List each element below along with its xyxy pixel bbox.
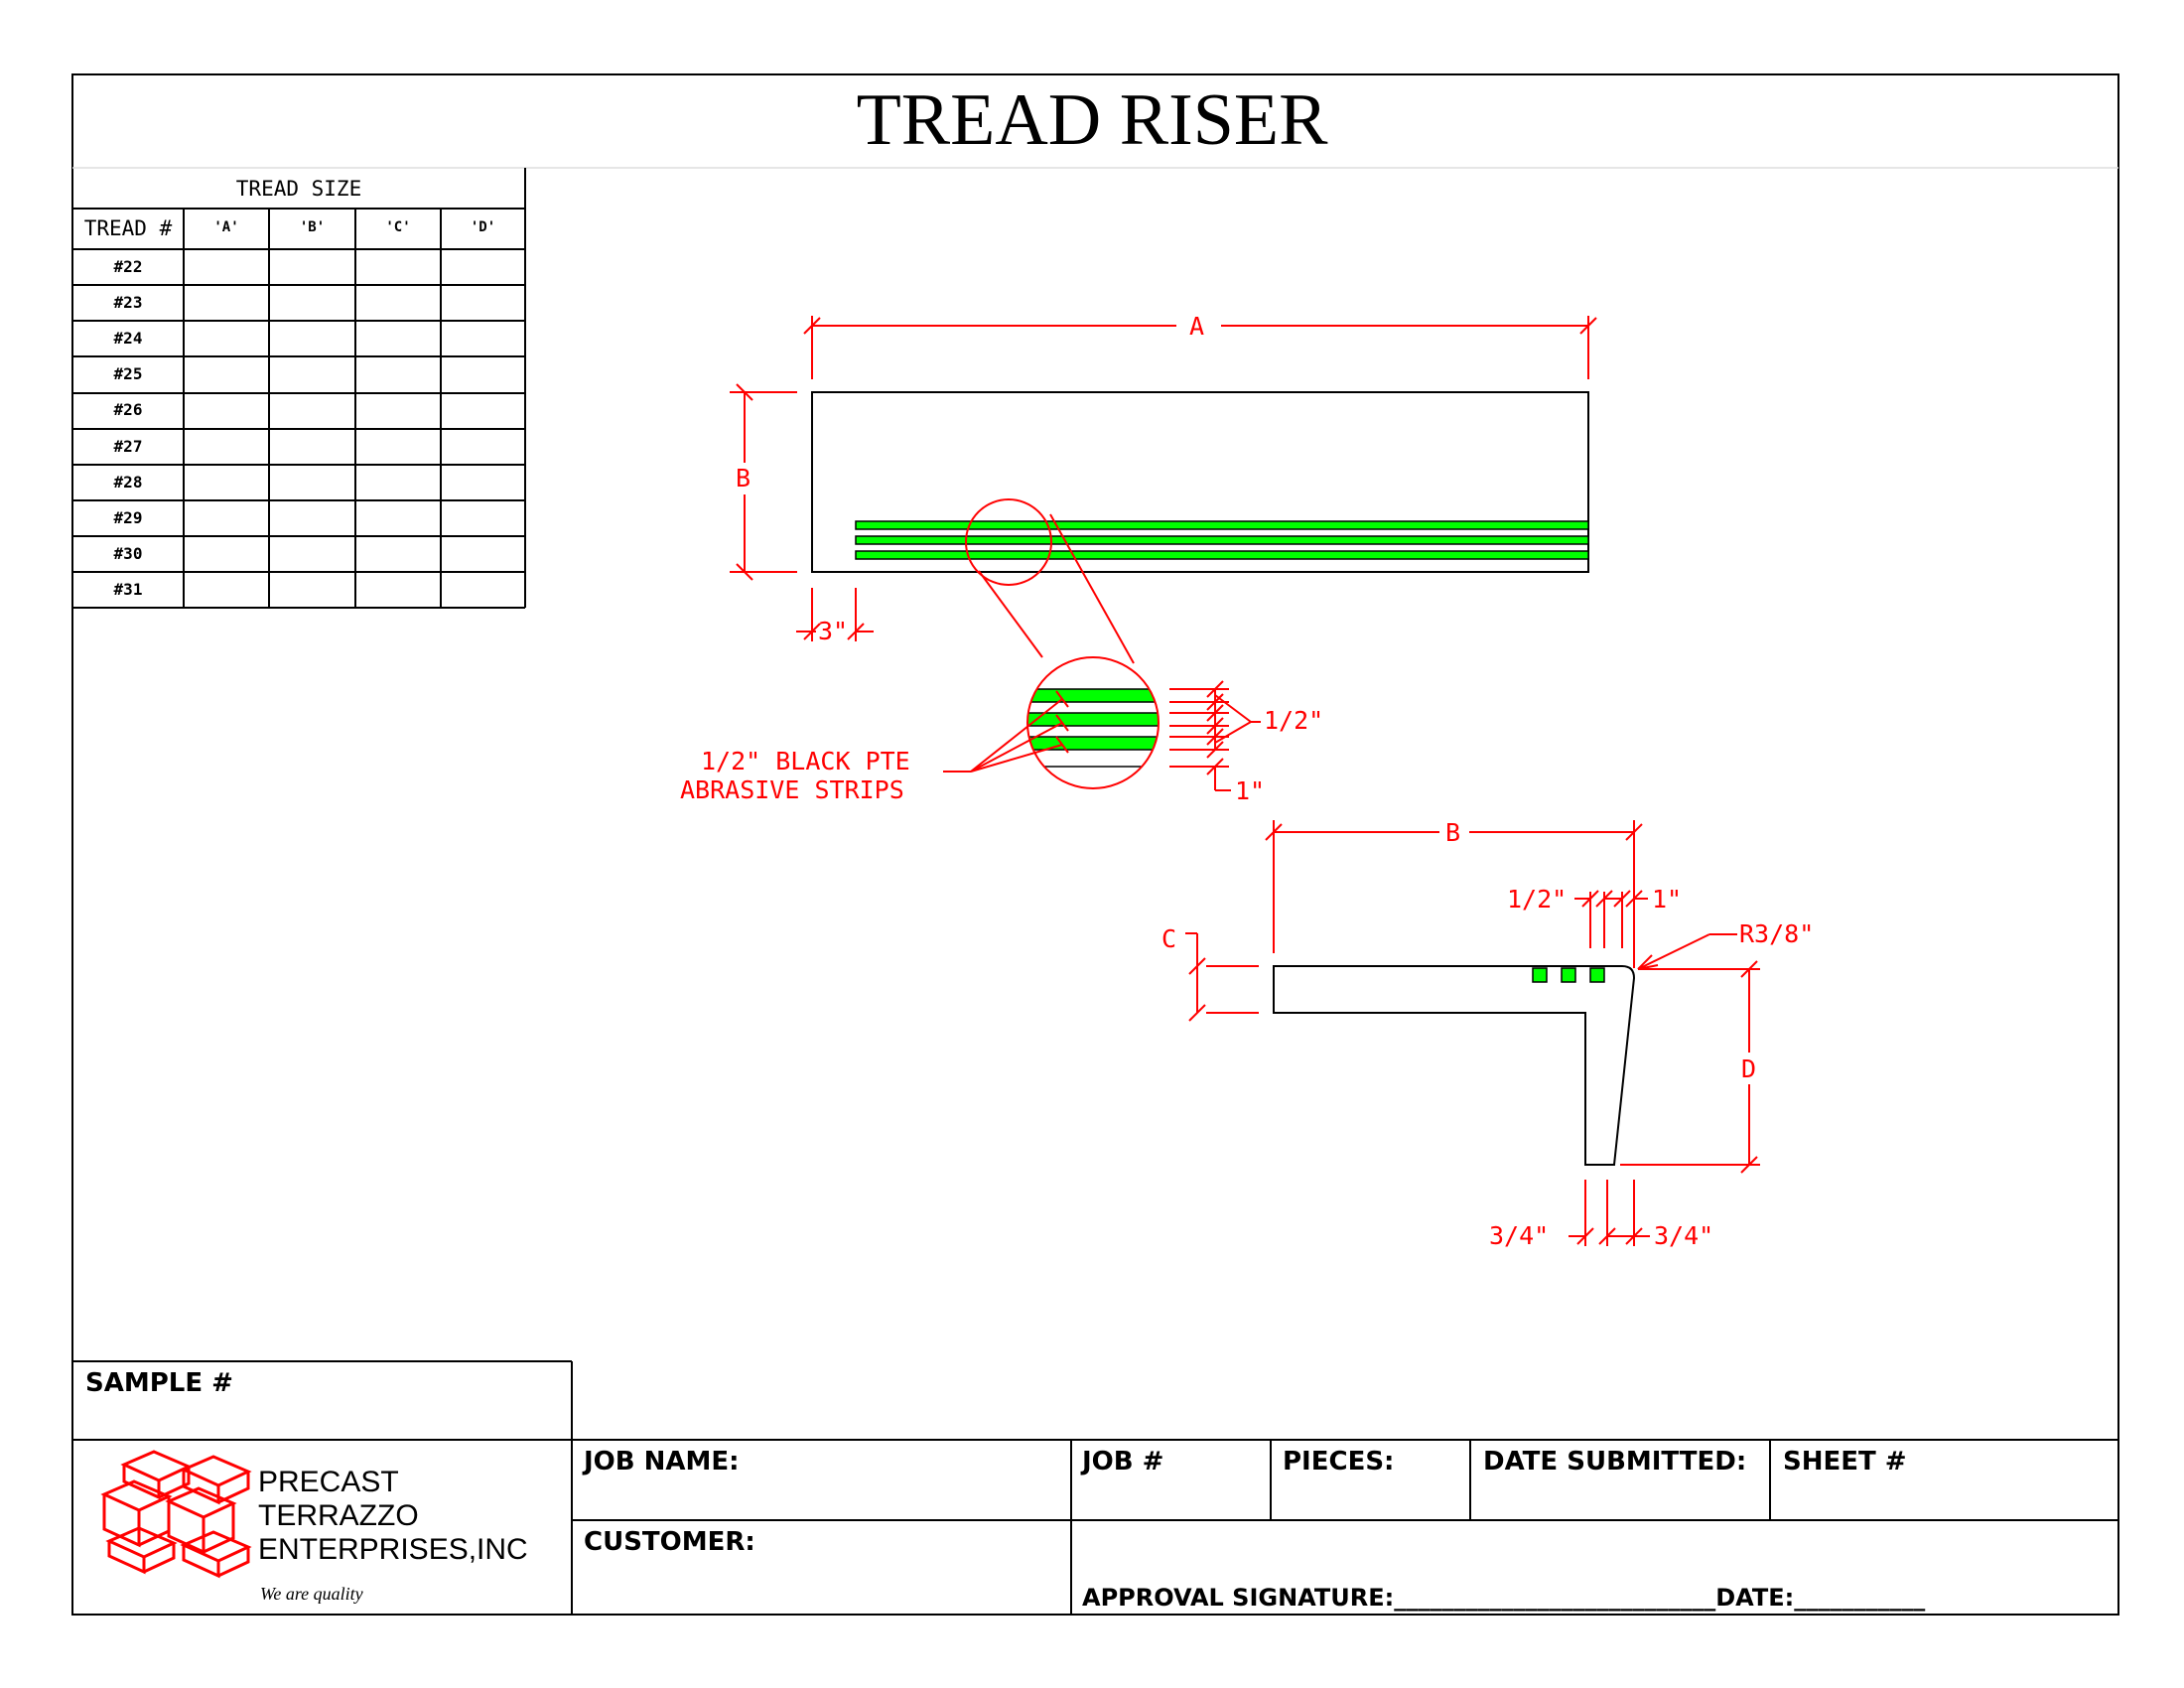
detail-circle	[1026, 656, 1160, 789]
tread-table-row-label: #22	[113, 257, 143, 276]
section-dim-one: 1"	[1652, 885, 1683, 914]
tread-table-row-label: #30	[113, 543, 143, 563]
tread-table-row-label: #26	[113, 400, 143, 420]
tread-table-column-header: TREAD #	[83, 216, 173, 240]
abrasive-strip-1	[855, 520, 1589, 530]
tread-table-row-label: #31	[113, 579, 143, 599]
company-logo-mark	[100, 1450, 252, 1579]
section-dim-half: 1/2"	[1507, 885, 1568, 914]
pieces-label: PIECES:	[1283, 1447, 1395, 1477]
sample-number-label: SAMPLE #	[85, 1368, 233, 1398]
plan-dim-b: B	[736, 464, 751, 492]
tread-table-column-header: 'B'	[299, 219, 326, 235]
tread-table-row-label: #28	[113, 472, 143, 492]
job-number-label: JOB #	[1082, 1447, 1164, 1477]
logo-tagline: We are quality	[260, 1584, 363, 1604]
tread-table-row-label: #24	[113, 329, 143, 349]
date-submitted-label: DATE SUBMITTED:	[1483, 1447, 1747, 1477]
tread-table-row-label: #27	[113, 436, 143, 456]
logo-line1: PRECAST	[258, 1466, 399, 1498]
plan-view	[730, 316, 1597, 664]
tread-table-grid	[72, 168, 526, 609]
plan-dim-a: A	[1189, 312, 1205, 341]
job-name-label: JOB NAME:	[584, 1447, 740, 1477]
abrasive-strip-3	[855, 550, 1589, 560]
section-dim-radius: R3/8"	[1739, 919, 1815, 948]
section-dim-three-quarter-left: 3/4"	[1489, 1221, 1550, 1250]
section-dim-three-quarter-right: 3/4"	[1654, 1221, 1714, 1250]
sheet-number-label: SHEET #	[1783, 1447, 1907, 1477]
logo-line2: TERRAZZO	[258, 1499, 419, 1532]
logo-line3: ENTERPRISES,INC	[258, 1533, 528, 1566]
sheet-border	[71, 73, 2119, 1616]
tread-table-row-label: #25	[113, 364, 143, 384]
tread-table-column-header: 'A'	[213, 219, 239, 235]
tread-outline	[811, 391, 1589, 573]
section-profile	[1273, 965, 1636, 1166]
tread-table-column-header: 'D'	[470, 219, 496, 235]
section-dim-c: C	[1161, 924, 1177, 953]
abrasive-callout-line2: ABRASIVE STRIPS	[680, 775, 904, 804]
tread-table-row-label: #23	[113, 293, 143, 313]
tread-table-column-header: 'C'	[385, 219, 411, 235]
plan-dim-offset: 3"	[818, 617, 849, 645]
abrasive-callout-line1: 1/2" BLACK PTE	[701, 747, 910, 775]
approval-signature-line: APPROVAL SIGNATURE:_____________________…	[1082, 1584, 1926, 1612]
customer-label: CUSTOMER:	[584, 1527, 755, 1557]
tread-table-row-label: #29	[113, 507, 143, 527]
section-view	[1185, 820, 1760, 1246]
enlarged-detail	[943, 656, 1261, 791]
section-dim-d: D	[1741, 1055, 1757, 1083]
section-dim-b: B	[1445, 818, 1461, 847]
drawing-title: TREAD RISER	[856, 79, 1328, 161]
abrasive-strip-2	[855, 535, 1589, 545]
tread-table-heading: TREAD SIZE	[235, 177, 362, 201]
title-block-grid	[72, 1360, 2118, 1615]
detail-dim-strip: 1/2"	[1264, 706, 1324, 735]
detail-dim-edge: 1"	[1235, 776, 1266, 805]
